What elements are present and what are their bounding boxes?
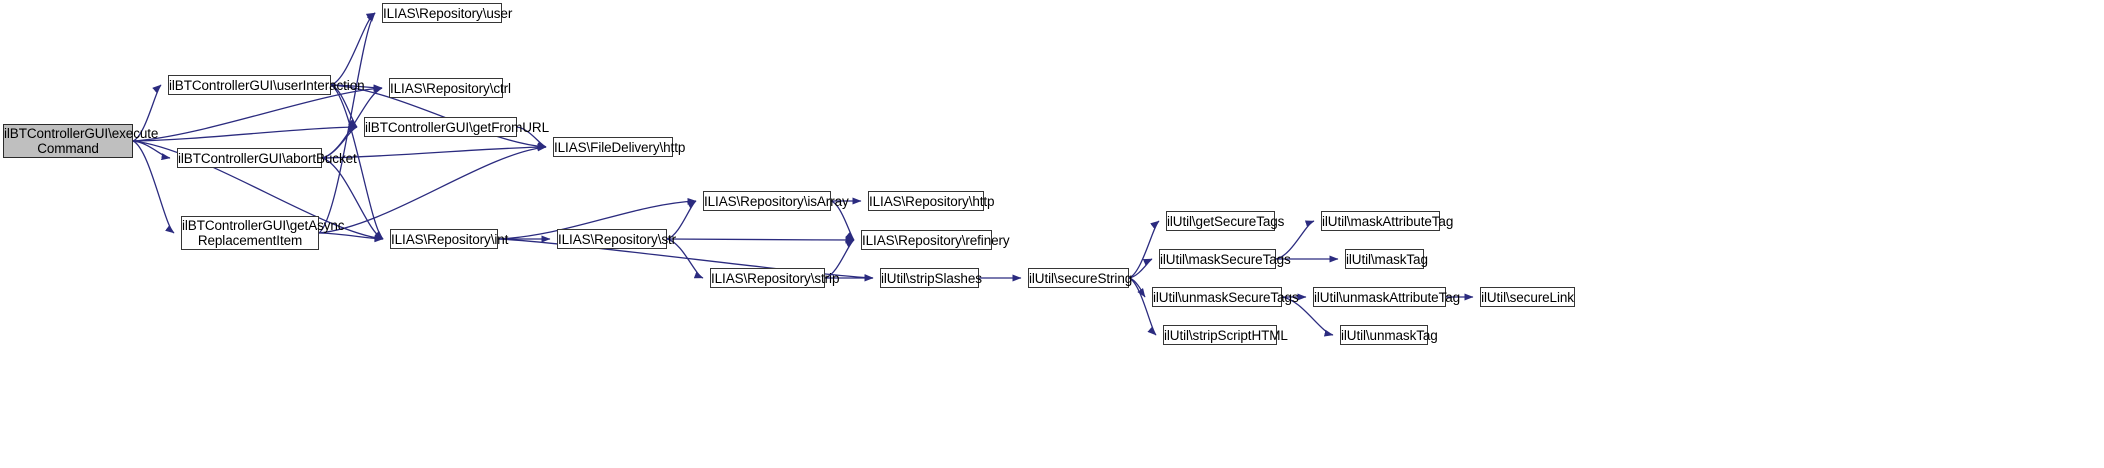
graph-node-label: ilBTControllerGUI\getFromURL xyxy=(365,119,549,135)
graph-node-label: ilUtil\maskTag xyxy=(1346,251,1428,267)
graph-node-label: ilUtil\unmaskSecureTags xyxy=(1153,289,1299,305)
graph-node-getFromURL[interactable]: ilBTControllerGUI\getFromURL xyxy=(364,117,549,137)
graph-node-repoIsArray[interactable]: ILIAS\Repository\isArray xyxy=(703,191,849,211)
graph-node-secureLink[interactable]: ilUtil\secureLink xyxy=(1480,287,1575,307)
graph-node-repoInt[interactable]: ILIAS\Repository\int xyxy=(390,229,509,249)
graph-node-secureString[interactable]: ilUtil\secureString xyxy=(1028,268,1133,288)
graph-node-label: ILIAS\Repository\refinery xyxy=(862,232,1010,248)
graph-node-label: ILIAS\Repository\user xyxy=(383,5,513,21)
graph-node-label: ilUtil\maskAttributeTag xyxy=(1322,213,1454,229)
graph-node-maskSecureTags[interactable]: ilUtil\maskSecureTags xyxy=(1159,249,1291,269)
graph-node-repoHttp[interactable]: ILIAS\Repository\http xyxy=(868,191,995,211)
graph-node-label: ilBTControllerGUI\getAsync ReplacementIt… xyxy=(182,218,345,248)
graph-node-repoCtrl[interactable]: ILIAS\Repository\ctrl xyxy=(389,78,511,98)
graph-edge-executeCommand-to-getAsyncReplacementItem xyxy=(132,140,175,234)
graph-node-unmaskSecureTags[interactable]: ilUtil\unmaskSecureTags xyxy=(1152,287,1299,307)
graph-node-label: ilUtil\getSecureTags xyxy=(1167,213,1285,229)
graph-edge-secureString-to-getSecureTags xyxy=(1128,220,1160,279)
graph-node-repoStrip[interactable]: ILIAS\Repository\strip xyxy=(710,268,840,288)
graph-node-label: ilBTControllerGUI\execute Command xyxy=(4,126,159,156)
graph-node-label: ilUtil\stripSlashes xyxy=(881,270,982,286)
graph-node-label: ILIAS\Repository\ctrl xyxy=(390,80,511,96)
graph-edge-secureString-to-maskSecureTags xyxy=(1128,258,1153,279)
graph-node-executeCommand[interactable]: ilBTControllerGUI\execute Command xyxy=(3,124,159,158)
graph-edge-executeCommand-to-abortBucket xyxy=(132,140,171,161)
graph-node-label: ilUtil\maskSecureTags xyxy=(1160,251,1291,267)
graph-node-label: ILIAS\Repository\strip xyxy=(711,270,840,286)
graph-node-label: ILIAS\Repository\http xyxy=(869,193,995,209)
graph-node-label: ilUtil\secureLink xyxy=(1481,289,1574,305)
graph-node-repoRefinery[interactable]: ILIAS\Repository\refinery xyxy=(861,230,1010,250)
graph-node-label: ilBTControllerGUI\userInteraction xyxy=(169,77,365,93)
graph-edge-userInteraction-to-repoUser xyxy=(330,12,376,86)
graph-node-label: ILIAS\FileDelivery\http xyxy=(554,139,686,155)
graph-node-abortBucket[interactable]: ilBTControllerGUI\abortBucket xyxy=(177,148,357,168)
graph-node-maskAttributeTag[interactable]: ilUtil\maskAttributeTag xyxy=(1321,211,1454,231)
graph-node-maskTag[interactable]: ilUtil\maskTag xyxy=(1345,249,1428,269)
graph-node-unmaskAttributeTag[interactable]: ilUtil\unmaskAttributeTag xyxy=(1313,287,1461,307)
graph-edge-executeCommand-to-repoCtrl xyxy=(132,85,383,142)
graph-edge-executeCommand-to-getFromURL xyxy=(132,123,358,142)
graph-node-fileDeliveryHttp[interactable]: ILIAS\FileDelivery\http xyxy=(553,137,686,157)
graph-node-stripSlashes[interactable]: ilUtil\stripSlashes xyxy=(880,268,982,288)
graph-node-label: ILIAS\Repository\str xyxy=(558,231,677,247)
graph-node-getSecureTags[interactable]: ilUtil\getSecureTags xyxy=(1166,211,1285,231)
graph-node-label: ilUtil\stripScriptHTML xyxy=(1164,327,1288,343)
graph-node-label: ILIAS\Repository\int xyxy=(391,231,509,247)
graph-node-label: ilUtil\secureString xyxy=(1029,270,1133,286)
graph-node-label: ilUtil\unmaskAttributeTag xyxy=(1314,289,1461,305)
graph-node-label: ilBTControllerGUI\abortBucket xyxy=(178,150,357,166)
graph-node-getAsyncReplacementItem[interactable]: ilBTControllerGUI\getAsync ReplacementIt… xyxy=(181,216,345,250)
graph-node-unmaskTag[interactable]: ilUtil\unmaskTag xyxy=(1340,325,1438,345)
graph-node-repoUser[interactable]: ILIAS\Repository\user xyxy=(382,3,513,23)
graph-node-label: ilUtil\unmaskTag xyxy=(1341,327,1438,343)
graph-edge-getAsyncReplacementItem-to-repoInt xyxy=(318,232,384,243)
graph-node-label: ILIAS\Repository\isArray xyxy=(704,193,849,209)
graph-node-stripScriptHTML[interactable]: ilUtil\stripScriptHTML xyxy=(1163,325,1288,345)
graph-node-repoStr[interactable]: ILIAS\Repository\str xyxy=(557,229,677,249)
graph-edge-repoStr-to-repoRefinery xyxy=(666,236,855,244)
graph-node-userInteraction[interactable]: ilBTControllerGUI\userInteraction xyxy=(168,75,365,95)
